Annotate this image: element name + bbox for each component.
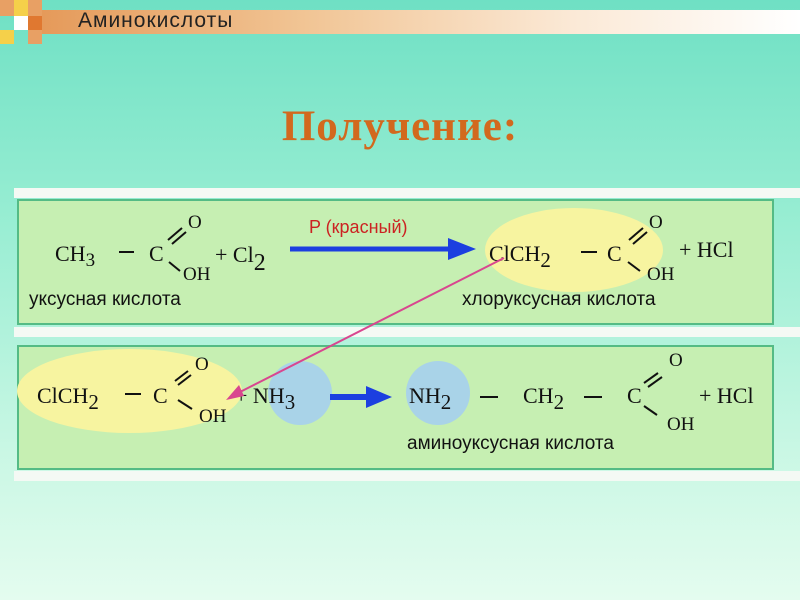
slide-title: Получение: <box>281 103 519 150</box>
chloroacetic-acid-hydroxyl: OH <box>647 264 675 285</box>
separator-stripe <box>14 188 800 198</box>
acetic-acid-carbon: C <box>149 241 164 266</box>
reactant-name-label: уксусная кислота <box>29 289 181 310</box>
deco-square <box>0 0 14 16</box>
highlight-chloroacetic-acid <box>485 208 663 292</box>
deco-square <box>28 30 42 44</box>
reaction-arrow-head <box>366 386 392 408</box>
double-bond-line <box>167 227 183 241</box>
link-arrow-shaft <box>239 257 505 393</box>
chloroacetic-acid-carbon: C <box>153 383 168 408</box>
hcl-product: + HCl <box>679 237 734 262</box>
chloroacetic-acid-oxygen: O <box>649 212 663 233</box>
header-bar <box>42 10 800 34</box>
double-bond-line <box>647 376 663 388</box>
highlight-amino-group <box>406 361 470 425</box>
ammonia-reagent: + NH3 <box>235 383 296 414</box>
highlight-chloroacetic-acid <box>17 349 242 433</box>
chlorine-reagent: + Cl2 <box>215 242 266 276</box>
chloroacetic-acid-hydroxyl: OH <box>199 406 227 427</box>
chloroacetic-acid-oxygen: O <box>195 354 209 375</box>
glycine-ch2: CH2 <box>523 383 565 414</box>
chloroacetic-acid-clch2: ClCH2 <box>37 383 99 414</box>
deco-square <box>14 16 28 30</box>
reaction-panel-chlorination: CH3 C O OH + Cl2 P (красный) ClCH2 C O O… <box>17 199 774 325</box>
catalyst-label: P (красный) <box>309 217 408 237</box>
separator-stripe <box>14 327 800 337</box>
double-bond-line <box>177 374 192 386</box>
product-name-label: аминоуксусная кислота <box>407 433 614 454</box>
header-title: Аминокислоты <box>78 9 234 32</box>
double-bond-line <box>174 370 189 382</box>
double-bond-line <box>632 231 648 245</box>
single-bond <box>168 261 181 272</box>
deco-square <box>28 0 42 16</box>
single-bond <box>177 399 193 410</box>
deco-square <box>0 30 14 44</box>
glycine-oxygen: O <box>669 350 683 371</box>
acetic-acid-oxygen: O <box>188 212 202 233</box>
double-bond-line <box>643 372 659 384</box>
glycine-hydroxyl: OH <box>667 414 695 435</box>
deco-square <box>28 16 42 30</box>
product-name-label: хлоруксусная кислота <box>462 289 656 310</box>
separator-stripe <box>14 471 800 481</box>
deco-square <box>14 0 28 16</box>
chloroacetic-acid-carbon: C <box>607 241 622 266</box>
hcl-product: + HCl <box>699 383 754 408</box>
glycine-nh2: NH2 <box>409 383 452 414</box>
double-bond-line <box>628 227 644 241</box>
acetic-acid-hydroxyl: OH <box>183 264 211 285</box>
glycine-carbon: C <box>627 383 642 408</box>
reaction-arrow-head <box>448 238 476 260</box>
single-bond <box>627 261 641 272</box>
single-bond <box>643 405 658 416</box>
acetic-acid-ch3: CH3 <box>55 241 96 271</box>
link-arrow-head <box>226 385 244 400</box>
double-bond-line <box>171 231 187 245</box>
